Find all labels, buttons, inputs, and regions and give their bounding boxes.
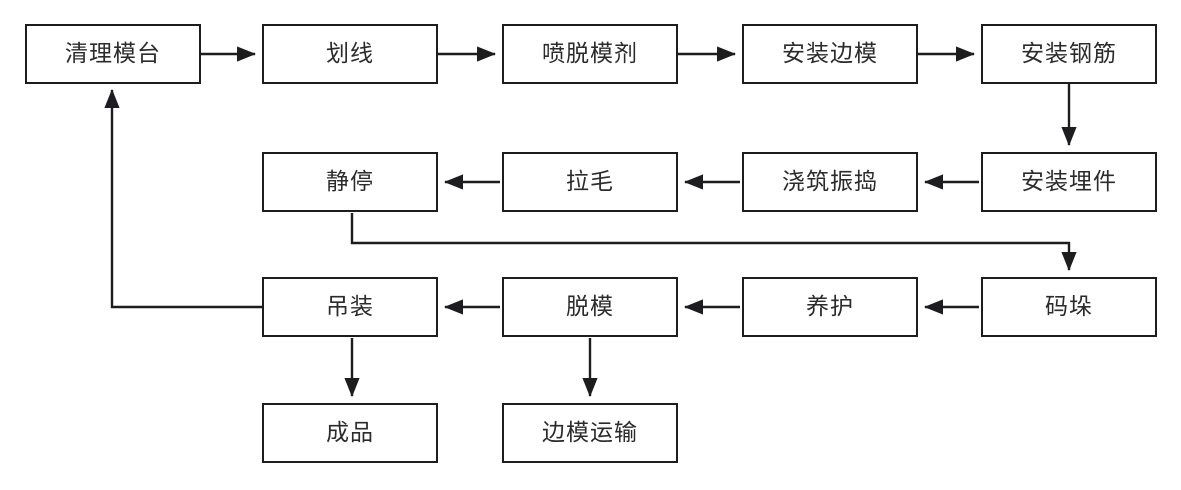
node-maduo[interactable]: 码垛 <box>981 277 1157 337</box>
node-jingting[interactable]: 静停 <box>262 152 438 212</box>
node-label: 安装钢筋 <box>1021 40 1117 67</box>
node-label: 浇筑振捣 <box>782 168 878 195</box>
node-label: 脱模 <box>566 293 614 320</box>
node-label: 喷脱模剂 <box>542 40 638 67</box>
node-pentuomoji[interactable]: 喷脱模剂 <box>502 24 678 84</box>
node-label: 划线 <box>326 40 374 67</box>
node-jiaozhuzhendao[interactable]: 浇筑振捣 <box>742 152 918 212</box>
node-label: 静停 <box>326 168 374 195</box>
node-bianmoyunshu[interactable]: 边模运输 <box>502 403 678 463</box>
node-diaozhuang[interactable]: 吊装 <box>262 277 438 337</box>
edge-n9-n10 <box>350 213 1077 271</box>
node-anzhuanggangjin[interactable]: 安装钢筋 <box>981 24 1157 84</box>
node-anzhuangmaijian[interactable]: 安装埋件 <box>981 152 1157 212</box>
node-tuomo[interactable]: 脱模 <box>502 277 678 337</box>
node-huaxian[interactable]: 划线 <box>262 24 438 84</box>
node-qinglimotai[interactable]: 清理模台 <box>25 24 201 84</box>
node-label: 清理模台 <box>65 40 161 67</box>
edge-n13-n1 <box>104 89 262 309</box>
node-lamao[interactable]: 拉毛 <box>502 152 678 212</box>
node-yanghu[interactable]: 养护 <box>742 277 918 337</box>
node-label: 安装埋件 <box>1021 168 1117 195</box>
node-label: 安装边模 <box>782 40 878 67</box>
node-label: 成品 <box>326 419 374 446</box>
node-chengpin[interactable]: 成品 <box>262 403 438 463</box>
node-label: 码垛 <box>1045 293 1093 320</box>
node-label: 吊装 <box>326 293 374 320</box>
node-label: 养护 <box>806 293 854 320</box>
node-anzhuangbianmo[interactable]: 安装边模 <box>742 24 918 84</box>
node-label: 边模运输 <box>542 419 638 446</box>
node-label: 拉毛 <box>566 168 614 195</box>
